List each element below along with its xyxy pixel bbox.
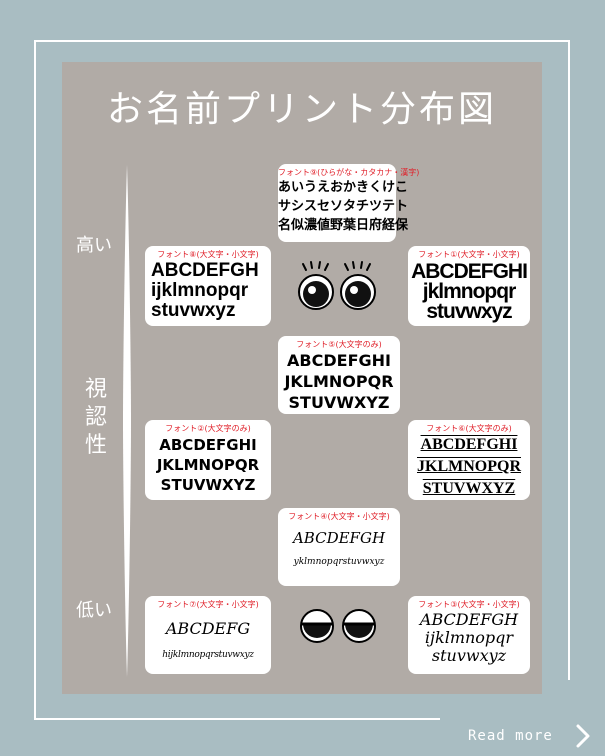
sample-line: stuvwxyz	[426, 300, 512, 323]
sample-line: STUVWXYZ	[422, 480, 516, 497]
font-sample: ABCDEFG hijklmnopqrstuvwxyz	[145, 616, 271, 668]
font-sample: ABCDEFGH ijklmnopqr stuvwxyz	[145, 261, 271, 321]
visibility-axis-icon	[123, 165, 131, 677]
font-card-caption: フォント②(大文字のみ)	[165, 424, 251, 433]
sample-line: ABCDEFGHI	[420, 436, 518, 453]
font-card-3: フォント③(大文字・小文字) ABCDEFGH ijklmnopqr stuvw…	[408, 596, 530, 674]
font-card-caption: フォント①(大文字・小文字)	[418, 250, 520, 259]
sample-line: stuvwxyz	[431, 646, 507, 665]
sample-line: ABCDEFGHI	[287, 351, 391, 370]
page-title: お名前プリント分布図	[106, 89, 497, 130]
sample-line: 名似濃値野葉日府経保	[278, 218, 409, 233]
font-card-caption: フォント⑥(大文字のみ)	[426, 424, 512, 433]
axis-visibility-label: 視 認 性	[84, 376, 108, 460]
sample-line: jklmnopqr	[422, 280, 517, 303]
font-card-6: フォント⑥(大文字のみ) ABCDEFGHI JKLMNOPQR STUVWXY…	[408, 420, 530, 500]
sample-line: ijklmnopqr	[424, 628, 514, 647]
sample-line: STUVWXYZ	[160, 476, 256, 494]
axis-char: 認	[84, 405, 107, 430]
font-card-1: フォント①(大文字・小文字) ABCDEFGHI jklmnopqr stuvw…	[408, 246, 530, 326]
sample-line: ABCDEFGH	[151, 260, 259, 281]
font-card-4: フォント④(大文字・小文字) ABCDEFGH yklmnopqrstuvwxy…	[278, 508, 400, 586]
open-eyes-icon	[298, 261, 376, 310]
font-sample: ABCDEFGHI jklmnopqr stuvwxyz	[408, 260, 530, 323]
axis-char: 性	[84, 433, 107, 458]
sample-line: ABCDEFGHI	[411, 260, 528, 283]
font-sample: あいうえおかきくけこ サシスセソタチツテト 名似濃値野葉日府経保	[278, 178, 409, 235]
font-card-caption: フォント⑦(大文字・小文字)	[157, 600, 259, 609]
font-sample: ABCDEFGH yklmnopqrstuvwxyz	[278, 526, 400, 574]
sample-line: サシスセソタチツテト	[278, 199, 409, 214]
font-card-caption: フォント③(大文字・小文字)	[418, 600, 520, 609]
sample-line: あいうえおかきくけこ	[278, 180, 409, 195]
sample-line: hijklmnopqrstuvwxyz	[162, 650, 254, 660]
sample-line: JKLMNOPQR	[417, 458, 521, 475]
font-sample: ABCDEFGHI JKLMNOPQR STUVWXYZ	[145, 435, 271, 495]
frame-top-line	[34, 40, 570, 42]
sample-line: STUVWXYZ	[288, 393, 390, 412]
closed-eyes-icon	[300, 609, 376, 643]
sample-line: ABCDEFG	[165, 619, 251, 638]
font-sample: ABCDEFGHI JKLMNOPQR STUVWXYZ	[408, 434, 530, 500]
sample-line: stuvwxyz	[151, 300, 236, 321]
chevron-right-icon[interactable]	[574, 724, 592, 748]
font-card-7: フォント⑦(大文字・小文字) ABCDEFG hijklmnopqrstuvwx…	[145, 596, 271, 674]
read-more-link[interactable]: Read more	[468, 728, 553, 744]
axis-char: 視	[84, 377, 107, 402]
font-sample: ABCDEFGH ijklmnopqr stuvwxyz	[408, 611, 530, 665]
font-card-2: フォント②(大文字のみ) ABCDEFGHI JKLMNOPQR STUVWXY…	[145, 420, 271, 500]
sample-line: JKLMNOPQR	[284, 372, 394, 391]
axis-low-label: 低い	[76, 600, 112, 621]
font-card-caption: フォント⑧(大文字・小文字)	[157, 250, 259, 259]
sample-line: ijklmnopqr	[151, 280, 249, 301]
sample-line: ABCDEFGHI	[159, 436, 257, 454]
font-card-8: フォント⑧(大文字・小文字) ABCDEFGH ijklmnopqr stuvw…	[145, 246, 271, 326]
font-card-5: フォント⑤(大文字のみ) ABCDEFGHI JKLMNOPQR STUVWXY…	[278, 336, 400, 414]
frame-right-line	[568, 40, 570, 680]
sample-line: yklmnopqrstuvwxyz	[293, 557, 385, 567]
frame-left-line	[34, 40, 36, 720]
font-card-caption: フォント⑤(大文字のみ)	[296, 340, 382, 349]
font-sample: ABCDEFGHI JKLMNOPQR STUVWXYZ	[278, 350, 400, 413]
font-card-9: フォント⑨(ひらがな・カタカナ・漢字) あいうえおかきくけこ サシスセソタチツテ…	[278, 164, 420, 242]
sample-line: JKLMNOPQR	[156, 456, 260, 474]
sample-line: ABCDEFGH	[419, 610, 519, 629]
sample-line: ABCDEFGH	[292, 529, 386, 547]
font-card-caption: フォント⑨(ひらがな・カタカナ・漢字)	[278, 168, 420, 177]
axis-high-label: 高い	[76, 235, 112, 256]
font-card-caption: フォント④(大文字・小文字)	[288, 512, 390, 521]
frame-bottom-line	[34, 718, 440, 720]
